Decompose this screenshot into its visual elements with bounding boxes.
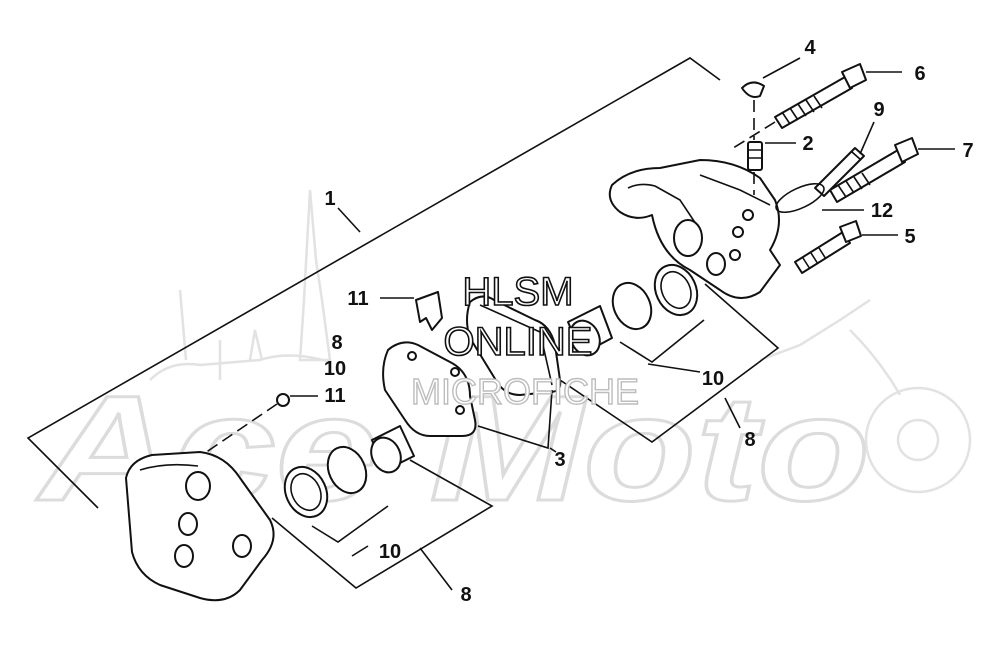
callout-1: 1: [324, 188, 335, 210]
bracket-3: [477, 389, 553, 450]
site-watermark: HLSM ONLINE MICROFICHE: [410, 269, 639, 413]
leader-lines: [290, 57, 955, 591]
callout-11-top: 11: [347, 288, 368, 310]
pad-clip-11: [415, 291, 443, 331]
caliper-housing-right: [608, 159, 781, 299]
mounting-bolt-7: [829, 137, 919, 203]
callout-8-bottom: 8: [460, 584, 471, 606]
brake-pad-rear: [466, 295, 562, 396]
callout-2: 2: [802, 133, 813, 155]
callout-11-left: 11: [324, 385, 345, 407]
callout-numbers: 1 2 3 4 5 6 7 8 10 11 9 11 12 10 8 10 8: [324, 37, 974, 606]
callout-6: 6: [914, 63, 925, 85]
guide-pin-9: [814, 147, 865, 197]
callout-12: 12: [871, 200, 893, 222]
seal-right-inner: [611, 281, 653, 331]
bracket-10-right: [619, 319, 705, 363]
bracket-8-right: [559, 283, 780, 443]
bracket-8-left: [271, 459, 494, 589]
callout-5: 5: [904, 226, 915, 248]
callout-7: 7: [962, 140, 973, 162]
callout-3: 3: [554, 449, 565, 471]
assembly-bracket-1: [26, 57, 721, 509]
seal-right-outer: [653, 263, 699, 317]
mounting-bolt-5: [794, 220, 862, 274]
watermark-microfiche: MICROFICHE: [411, 371, 639, 412]
callout-10-top: 10: [324, 358, 346, 380]
parts: [26, 57, 919, 602]
brake-pad-front: [382, 341, 477, 437]
watermark-hlsm: HLSM: [462, 270, 573, 314]
caliper-housing-left: [125, 451, 275, 602]
bracket-10-left: [311, 505, 389, 543]
callout-8-right: 8: [744, 429, 755, 451]
seal-left-inner: [326, 445, 368, 495]
watermark-online: ONLINE: [444, 320, 593, 364]
o-ring-12: [775, 182, 825, 214]
callout-8-top: 8: [331, 332, 342, 354]
seal-left-outer: [283, 465, 329, 519]
bleeder-valve: [741, 81, 765, 195]
piston-left: [370, 425, 415, 474]
plug-11: [276, 393, 290, 407]
callout-10-right: 10: [702, 368, 724, 390]
callout-4: 4: [804, 37, 816, 59]
piston-right: [567, 305, 613, 357]
mounting-bolt-6: [729, 63, 867, 151]
callout-9: 9: [873, 99, 884, 121]
callout-10-bottom: 10: [379, 541, 401, 563]
